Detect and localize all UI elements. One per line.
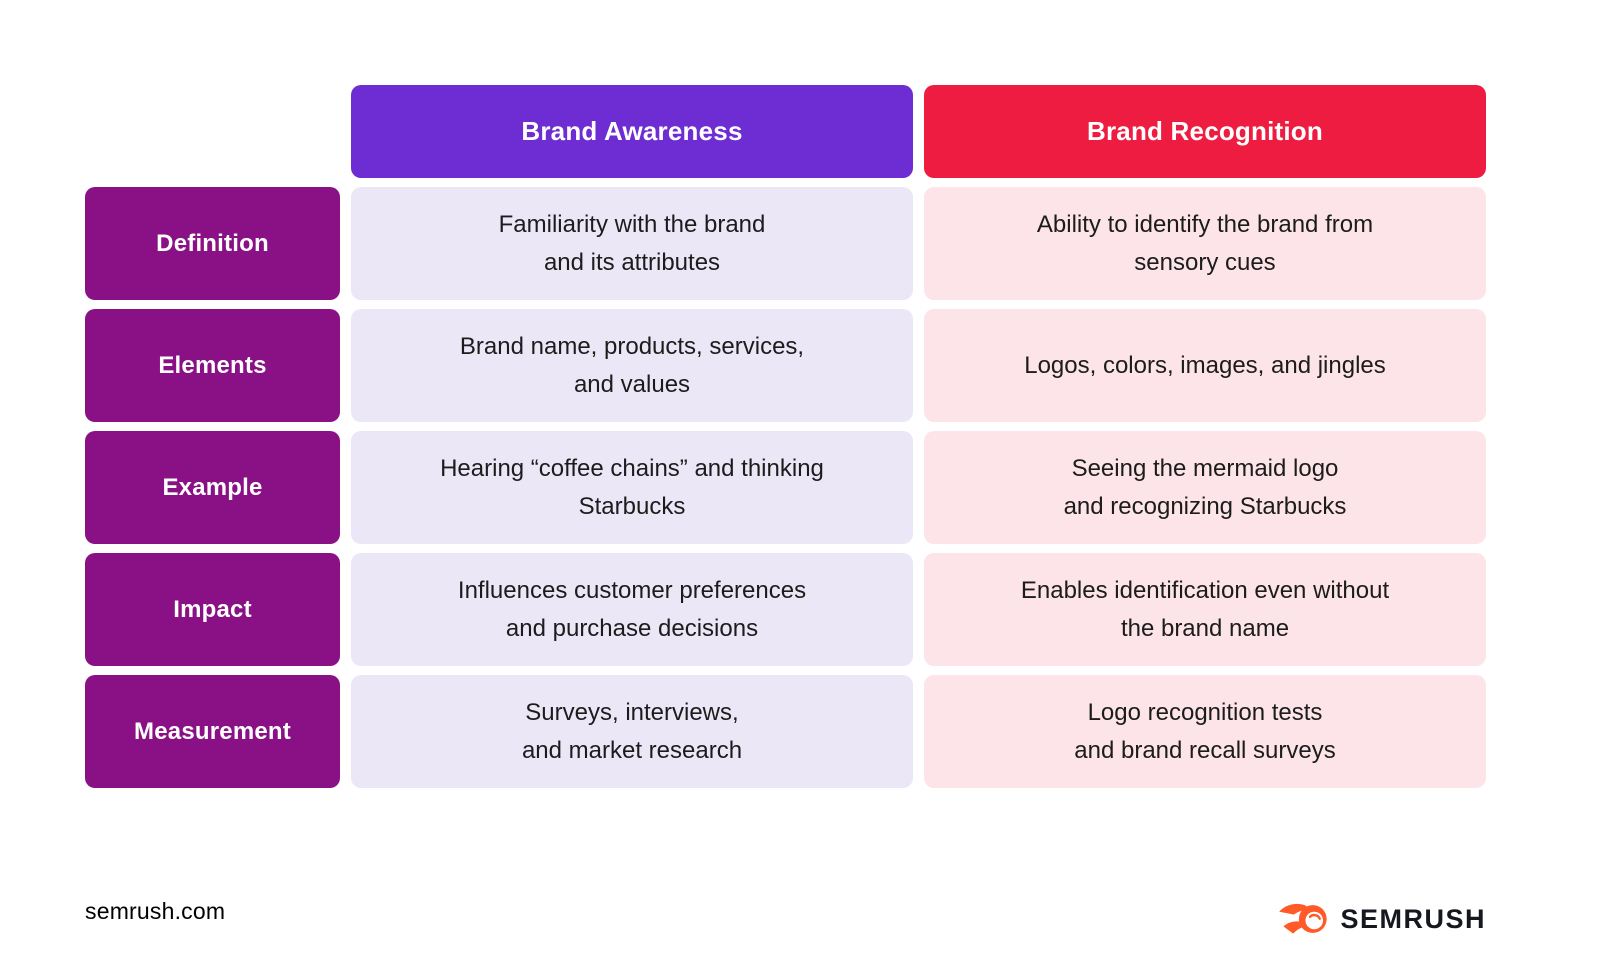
cell-awareness-elements: Brand name, products, services, and valu… [351,309,913,422]
footer-site-url: semrush.com [85,898,226,924]
row-label-measurement: Measurement [85,675,340,788]
row-label-definition: Definition [85,187,340,300]
row-label-elements: Elements [85,309,340,422]
semrush-logo: SEMRUSH [1278,900,1486,938]
cell-recognition-elements: Logos, colors, images, and jingles [924,309,1486,422]
semrush-wordmark: SEMRUSH [1340,903,1486,934]
row-label-example: Example [85,431,340,544]
column-header-brand-recognition: Brand Recognition [924,85,1486,178]
column-header-brand-awareness: Brand Awareness [351,85,913,178]
semrush-fireball-icon [1278,900,1330,938]
cell-awareness-example: Hearing “coffee chains” and thinking Sta… [351,431,913,544]
cell-awareness-measurement: Surveys, interviews, and market research [351,675,913,788]
table-corner-spacer [85,85,340,178]
comparison-table: Brand Awareness Brand Recognition Defini… [85,85,1486,788]
row-label-impact: Impact [85,553,340,666]
cell-recognition-definition: Ability to identify the brand from senso… [924,187,1486,300]
cell-awareness-impact: Influences customer preferences and purc… [351,553,913,666]
cell-recognition-example: Seeing the mermaid logo and recognizing … [924,431,1486,544]
cell-recognition-impact: Enables identification even without the … [924,553,1486,666]
cell-recognition-measurement: Logo recognition tests and brand recall … [924,675,1486,788]
cell-awareness-definition: Familiarity with the brand and its attri… [351,187,913,300]
